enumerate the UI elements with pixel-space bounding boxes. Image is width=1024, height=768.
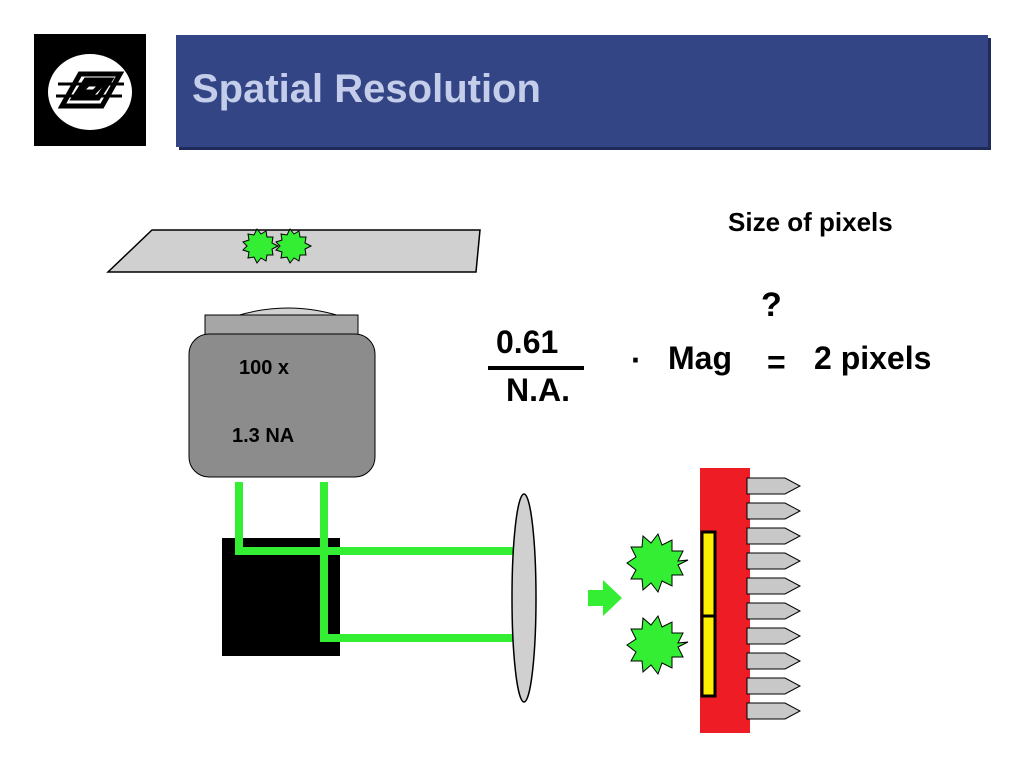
fluorophore-image xyxy=(626,532,689,594)
objective-numerical-aperture: 1.3 NA xyxy=(232,425,295,447)
detector-pixels xyxy=(700,530,717,698)
detector-pin xyxy=(746,702,802,720)
fluorophore-on-slide xyxy=(242,228,280,264)
detector-pins xyxy=(746,477,802,720)
detector-pin xyxy=(746,652,802,670)
multiply-operator: · xyxy=(631,342,642,378)
detector-pin xyxy=(746,627,802,645)
detector-pin xyxy=(746,602,802,620)
slide-title: Spatial Resolution xyxy=(192,67,541,111)
formula-denominator: N.A. xyxy=(506,372,570,408)
fraction-bar xyxy=(488,366,584,370)
fluorophore-on-slide xyxy=(275,228,313,264)
pixel-size-label: Size of pixels xyxy=(728,207,893,237)
objective-magnification: 100 x xyxy=(239,357,290,379)
nested-squares-logo-icon xyxy=(48,54,132,130)
image-fluorophores xyxy=(626,532,689,676)
objective-collar xyxy=(204,314,359,336)
right-arrow-icon xyxy=(588,580,622,616)
detector-pin xyxy=(746,677,802,695)
detector-pin xyxy=(746,552,802,570)
detector-pixel xyxy=(700,614,717,698)
light-path xyxy=(235,482,517,642)
sample-fluorophores xyxy=(242,228,313,264)
unknown-question-mark: ? xyxy=(761,286,782,324)
detector-pin xyxy=(746,577,802,595)
formula-numerator: 0.61 xyxy=(496,324,559,360)
detector-pin xyxy=(746,502,802,520)
objective-body xyxy=(188,333,376,478)
equals-sign: = xyxy=(767,344,786,380)
title-bar: Spatial Resolution xyxy=(176,35,988,147)
formula-result: 2 pixels xyxy=(814,340,932,376)
tube-lens xyxy=(511,493,537,703)
mag-term: Mag xyxy=(668,340,732,376)
detector-pixel xyxy=(700,530,717,618)
detector-pin xyxy=(746,527,802,545)
detector-pin xyxy=(746,477,802,495)
logo xyxy=(34,34,146,146)
fluorophore-image xyxy=(626,614,689,676)
